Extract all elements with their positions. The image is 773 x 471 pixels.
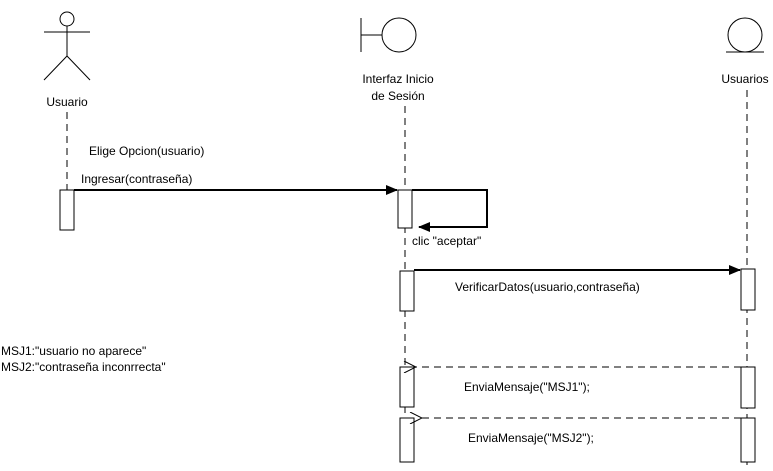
activation-interfaz-2	[399, 270, 415, 312]
entity-usuarios-icon	[726, 17, 764, 53]
message-ingresar-label: Ingresar(contraseña)	[81, 172, 192, 186]
note-msj1: MSJ1:"usuario no aparece"	[1, 344, 146, 358]
message-clic-aceptar-label: clic "aceptar"	[412, 234, 481, 248]
note-msj2: MSJ2:"contraseña inconrrecta"	[1, 360, 166, 374]
message-verificar-datos-label: VerificarDatos(usuario,contraseña)	[455, 280, 640, 294]
activation-usuarios-3	[740, 417, 756, 463]
participant-interfaz-label-line2: de Sesión	[371, 89, 424, 103]
activation-interfaz-1	[397, 189, 413, 229]
actor-usuario-icon	[43, 11, 91, 81]
activation-interfaz-3	[399, 366, 415, 408]
participant-interfaz-label-line1: Interfaz Inicio	[362, 72, 434, 86]
message-clic-aceptar-arrow	[412, 189, 488, 232]
participant-usuarios-label: Usuarios	[721, 72, 768, 86]
activation-interfaz-4	[399, 417, 415, 463]
activation-usuario	[59, 189, 75, 231]
message-envia-msj2-label: EnviaMensaje("MSJ2");	[468, 431, 594, 445]
activation-usuarios-2	[740, 366, 756, 409]
participant-usuario-label: Usuario	[46, 95, 88, 109]
boundary-interfaz-icon	[360, 17, 417, 53]
message-elige-opcion-label: Elige Opcion(usuario)	[89, 144, 204, 158]
activation-usuarios-1	[740, 268, 756, 311]
message-envia-msj1-label: EnviaMensaje("MSJ1");	[464, 380, 590, 394]
